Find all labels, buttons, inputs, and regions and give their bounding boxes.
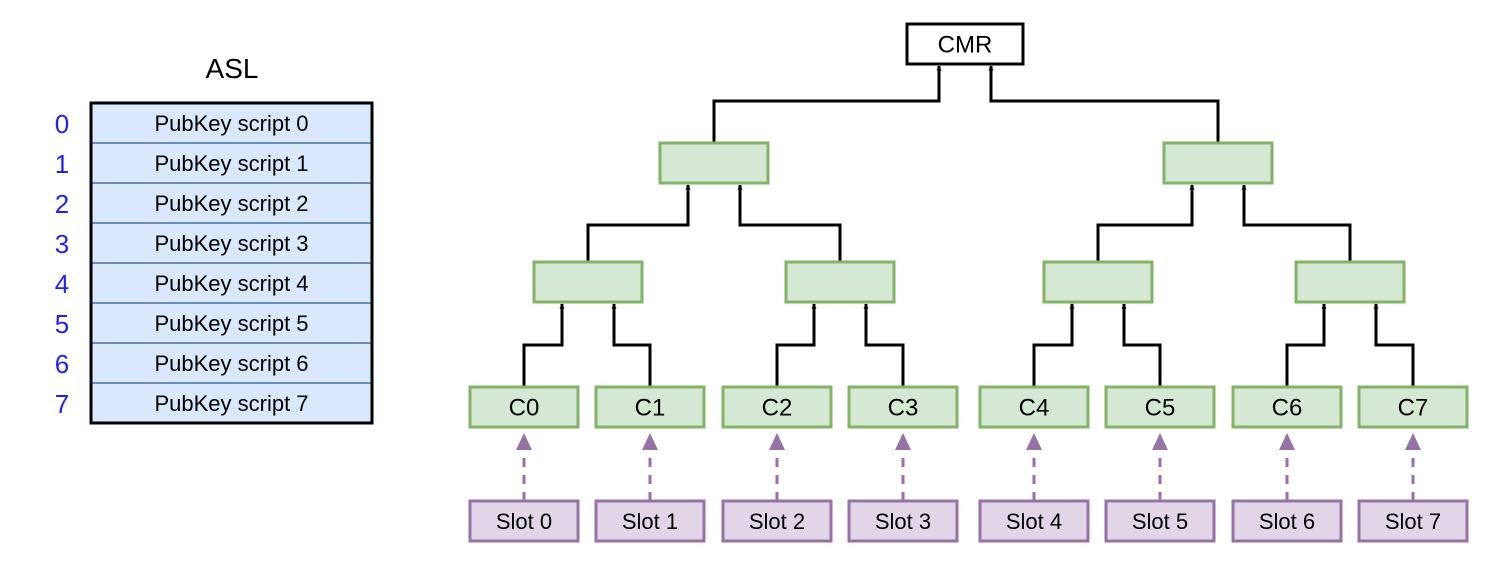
asl-row-index: 4: [55, 269, 69, 299]
commitment-node: C4: [978, 385, 1090, 429]
slot-arrowhead: [1279, 433, 1295, 450]
root-node-label: CMR: [938, 32, 993, 59]
slot-node: Slot 0: [468, 499, 580, 543]
slot-arrowhead: [516, 433, 532, 450]
slot-node: Slot 1: [594, 499, 706, 543]
slot-arrowhead: [1152, 433, 1168, 450]
slot-node-label: Slot 5: [1132, 509, 1188, 534]
slot-arrowhead: [642, 433, 658, 450]
commitment-node-label: C0: [509, 395, 540, 422]
slot-node: Slot 7: [1357, 499, 1469, 543]
root-node: CMR: [905, 22, 1025, 66]
commitment-node: C6: [1231, 385, 1343, 429]
intermediate-node: [1042, 260, 1154, 304]
intermediate-node: [1294, 260, 1406, 304]
leaf-to-parent-connector: [611, 303, 652, 387]
asl-row-label: PubKey script 6: [154, 351, 308, 376]
asl-title: ASL: [206, 53, 259, 84]
slot-node-label: Slot 1: [622, 509, 678, 534]
branch-connector: [1096, 184, 1195, 262]
branch-connector: [586, 184, 691, 262]
slot-node: Slot 5: [1104, 499, 1216, 543]
asl-row-label: PubKey script 4: [154, 271, 308, 296]
intermediate-node: [658, 141, 770, 185]
intermediate-node: [1162, 141, 1274, 185]
commitment-node-label: C1: [635, 395, 666, 422]
root-connector: [988, 65, 1220, 143]
slot-node: Slot 2: [721, 499, 833, 543]
commitment-node: C2: [721, 385, 833, 429]
commitment-node: C7: [1357, 385, 1469, 429]
slot-node-label: Slot 2: [749, 509, 805, 534]
leaf-to-parent-connector: [522, 303, 565, 387]
slot-arrowhead: [769, 433, 785, 450]
slot-node-label: Slot 4: [1006, 509, 1062, 534]
asl-row-label: PubKey script 3: [154, 231, 308, 256]
commitment-node: C1: [594, 385, 706, 429]
commitment-node: C5: [1104, 385, 1216, 429]
branch-connector: [1241, 184, 1352, 262]
asl-row-index: 1: [55, 149, 69, 179]
asl-row-index: 5: [55, 309, 69, 339]
commitment-node-label: C7: [1398, 395, 1429, 422]
slot-arrowhead: [1405, 433, 1421, 450]
asl-row-label: PubKey script 1: [154, 151, 308, 176]
slot-node-label: Slot 3: [875, 509, 931, 534]
asl-row-label: PubKey script 0: [154, 111, 308, 136]
asl-table-border: [89, 101, 374, 425]
intermediate-node: [784, 260, 896, 304]
commitment-node: C3: [847, 385, 959, 429]
commitment-node-label: C5: [1145, 395, 1176, 422]
commitment-node-label: C2: [762, 395, 793, 422]
root-connector: [712, 65, 942, 143]
leaf-to-parent-connector: [863, 303, 905, 387]
asl-row-index: 0: [55, 109, 69, 139]
asl-row-label: PubKey script 5: [154, 311, 308, 336]
leaf-to-parent-connector: [775, 303, 817, 387]
slot-arrowhead: [1026, 433, 1042, 450]
leaf-to-parent-connector: [1032, 303, 1075, 387]
asl-row-index: 6: [55, 349, 69, 379]
slot-node: Slot 6: [1231, 499, 1343, 543]
commitment-node-label: C3: [888, 395, 919, 422]
slot-arrowhead: [895, 433, 911, 450]
slot-node-label: Slot 6: [1259, 509, 1315, 534]
slot-node: Slot 4: [978, 499, 1090, 543]
asl-row-label: PubKey script 7: [154, 391, 308, 416]
branch-connector: [737, 184, 842, 262]
tree-connectors: [516, 65, 1421, 501]
asl-row-label: PubKey script 2: [154, 191, 308, 216]
leaf-to-parent-connector: [1373, 303, 1415, 387]
leaf-to-parent-connector: [1121, 303, 1162, 387]
leaf-to-parent-connector: [1285, 303, 1327, 387]
asl-row-index: 2: [55, 189, 69, 219]
asl-row-index: 3: [55, 229, 69, 259]
slot-node: Slot 3: [847, 499, 959, 543]
commitment-node-label: C4: [1019, 395, 1050, 422]
slot-node-label: Slot 7: [1385, 509, 1441, 534]
slot-node-label: Slot 0: [496, 509, 552, 534]
asl-row-index: 7: [55, 389, 69, 419]
commitment-node: C0: [468, 385, 580, 429]
commitment-node-label: C6: [1272, 395, 1303, 422]
intermediate-node: [532, 260, 644, 304]
